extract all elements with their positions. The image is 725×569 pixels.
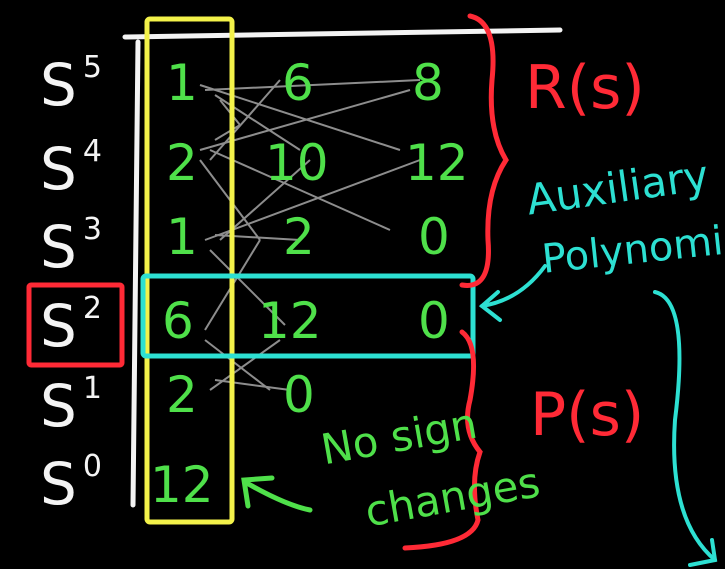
cell-r3-c2: 2 (283, 208, 315, 266)
cell-r1-c1: 1 (166, 54, 198, 112)
cell-r1-c2: 6 (282, 54, 314, 112)
cell-r4-c1: 6 (162, 292, 194, 350)
cell-r2-c3: 12 (405, 134, 469, 192)
auxiliary-row-box (140, 273, 476, 359)
aux-arrow (480, 264, 547, 308)
cell-r1-c3: 8 (412, 54, 444, 112)
aux-long-arrow (653, 290, 717, 562)
p-bracket (402, 329, 483, 551)
cell-r2-c2: 10 (265, 134, 329, 192)
cell-r5-c2: 0 (283, 366, 315, 424)
cell-r3-c3: 0 (418, 208, 450, 266)
no-sign-arrow (242, 479, 313, 513)
table-vertical-line (130, 39, 141, 508)
cell-r4-c3: 0 (418, 292, 450, 350)
r-bracket (459, 13, 509, 288)
cell-r3-c1: 1 (166, 208, 198, 266)
cell-r2-c1: 2 (166, 134, 198, 192)
p-of-s-label: P(s) (530, 380, 645, 450)
cell-r4-c2: 12 (258, 292, 322, 350)
r-of-s-label: R(s) (525, 53, 645, 123)
table-top-line (122, 27, 563, 40)
cell-r6-c1: 12 (150, 456, 214, 514)
cell-r5-c1: 2 (166, 366, 198, 424)
first-column-box (144, 16, 235, 525)
s2-highlight-box (26, 282, 125, 368)
